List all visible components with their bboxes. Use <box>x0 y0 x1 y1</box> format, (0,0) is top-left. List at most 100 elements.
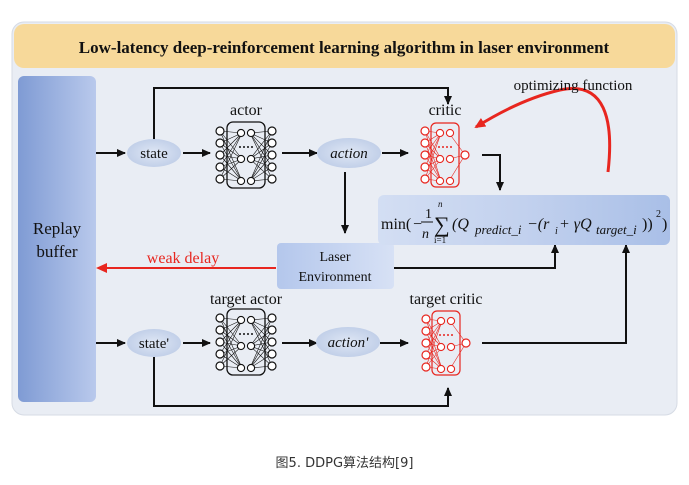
target-actor-hidden-neuron <box>246 363 256 373</box>
critic-hidden-neuron <box>445 128 455 138</box>
objective-formula: min( − 1 n n ∑ i=1 (Q predict_i −(r i + … <box>378 195 670 245</box>
arrow-laser-to-formula <box>394 244 559 269</box>
formula-frac-num: 1 <box>425 207 432 222</box>
formula-q-target-sub: target_i <box>596 222 637 237</box>
target-actor-edge <box>249 319 273 343</box>
state-label: state <box>140 146 168 162</box>
target-actor-hidden-neuron <box>246 315 256 325</box>
target-actor-dots <box>247 333 249 335</box>
target-actor-hidden-neuron <box>236 315 246 325</box>
formula-end: ) <box>662 216 667 233</box>
action-node: action <box>317 138 381 168</box>
target-actor-input-neuron <box>215 361 225 371</box>
critic-dots <box>446 146 448 148</box>
replay-buffer-label-1: Replay <box>33 219 82 238</box>
actor-edge <box>219 132 243 156</box>
critic-edge <box>424 132 442 168</box>
target-critic-hidden-neuron <box>446 316 456 326</box>
target-critic-input-neuron <box>421 350 431 360</box>
action-label: action <box>330 146 368 162</box>
actor-edge <box>249 132 273 156</box>
state-node: state <box>127 139 181 167</box>
target-critic-input-neuron <box>421 362 431 372</box>
actor-output-neuron <box>267 150 277 160</box>
critic-hidden-neuron <box>445 176 455 186</box>
laser-label-2: Environment <box>298 270 371 285</box>
actor-output-neuron <box>267 126 277 136</box>
critic-edge <box>448 154 466 182</box>
target-actor-hidden-neuron <box>236 341 246 351</box>
target-critic-hidden-neuron <box>436 316 446 326</box>
target-actor-output-neuron <box>267 349 277 359</box>
formula-minus: − <box>413 216 422 233</box>
actor-edge <box>219 142 243 182</box>
actor-label: actor <box>230 102 263 119</box>
target-critic-dots <box>451 334 453 336</box>
state-prime-label: state' <box>139 336 169 352</box>
formula-close: )) <box>642 216 653 233</box>
target-actor-edge <box>219 317 243 347</box>
target-actor-edge <box>249 317 273 347</box>
target-actor-label: target actor <box>210 291 283 308</box>
target-critic-edge <box>425 320 443 356</box>
actor-output-neuron <box>267 162 277 172</box>
actor-edge <box>249 154 273 182</box>
target-critic-edge <box>425 318 443 348</box>
target-critic-input-neuron <box>421 338 431 348</box>
formula-frac-den: n <box>422 227 429 242</box>
target-critic-hidden-neuron <box>436 342 446 352</box>
state-prime-node: state' <box>127 329 181 357</box>
critic-hidden-neuron <box>435 128 445 138</box>
formula-sum-bottom: i=1 <box>434 235 446 245</box>
formula-r-sub: i <box>555 226 558 237</box>
actor-edge <box>249 158 273 180</box>
diagram-title: Low-latency deep-reinforcement learning … <box>79 38 610 57</box>
critic-dots <box>438 146 440 148</box>
replay-buffer-label-2: buffer <box>36 242 78 261</box>
target-actor-edge <box>219 345 243 367</box>
target-actor-input-neuron <box>215 337 225 347</box>
actor-input-neuron <box>215 162 225 172</box>
critic-edge <box>424 132 442 180</box>
laser-environment-node: Laser Environment <box>277 243 394 289</box>
target-actor-edge <box>249 317 273 369</box>
actor-input-neuron <box>215 126 225 136</box>
actor-hidden-neuron <box>246 176 256 186</box>
formula-power: 2 <box>656 209 661 220</box>
critic-frame <box>430 122 460 188</box>
critic-hidden-neuron <box>435 176 445 186</box>
target-actor-input-neuron <box>215 325 225 335</box>
actor-edge <box>219 154 243 182</box>
target-critic-output-neuron <box>461 338 471 348</box>
formula-q-open: (Q <box>452 216 469 233</box>
target-critic-edge <box>425 320 443 368</box>
target-actor-edge <box>249 319 273 355</box>
critic-label: critic <box>429 102 462 119</box>
critic-input-neuron <box>420 174 430 184</box>
target-actor-edge <box>219 319 243 343</box>
formula-q-predict-sub: predict_i <box>474 222 522 237</box>
target-critic-hidden-neuron <box>446 342 456 352</box>
actor-dots <box>247 146 249 148</box>
critic-input-neuron <box>420 150 430 160</box>
target-critic-frame <box>431 310 461 376</box>
actor-edge <box>249 130 273 160</box>
actor-edge <box>219 130 243 160</box>
formula-mid: −(r <box>527 216 550 233</box>
target-critic-dots <box>439 334 441 336</box>
action-prime-label: action' <box>328 335 369 351</box>
target-actor-edge <box>219 319 243 367</box>
arrow-target-critic-to-formula <box>482 244 630 344</box>
target-critic-hidden-neuron <box>436 364 446 374</box>
target-actor-edge <box>219 341 243 369</box>
title-bar <box>14 24 675 68</box>
actor-hidden-neuron <box>236 128 246 138</box>
formula-min: min( <box>381 216 411 233</box>
weak-delay-label: weak delay <box>147 250 219 267</box>
actor-output-neuron <box>267 174 277 184</box>
critic-output-neuron <box>460 150 470 160</box>
target-critic-input-neuron <box>421 326 431 336</box>
target-actor-output-neuron <box>267 337 277 347</box>
target-actor-edge <box>249 329 273 369</box>
target-critic-edge <box>425 342 443 370</box>
